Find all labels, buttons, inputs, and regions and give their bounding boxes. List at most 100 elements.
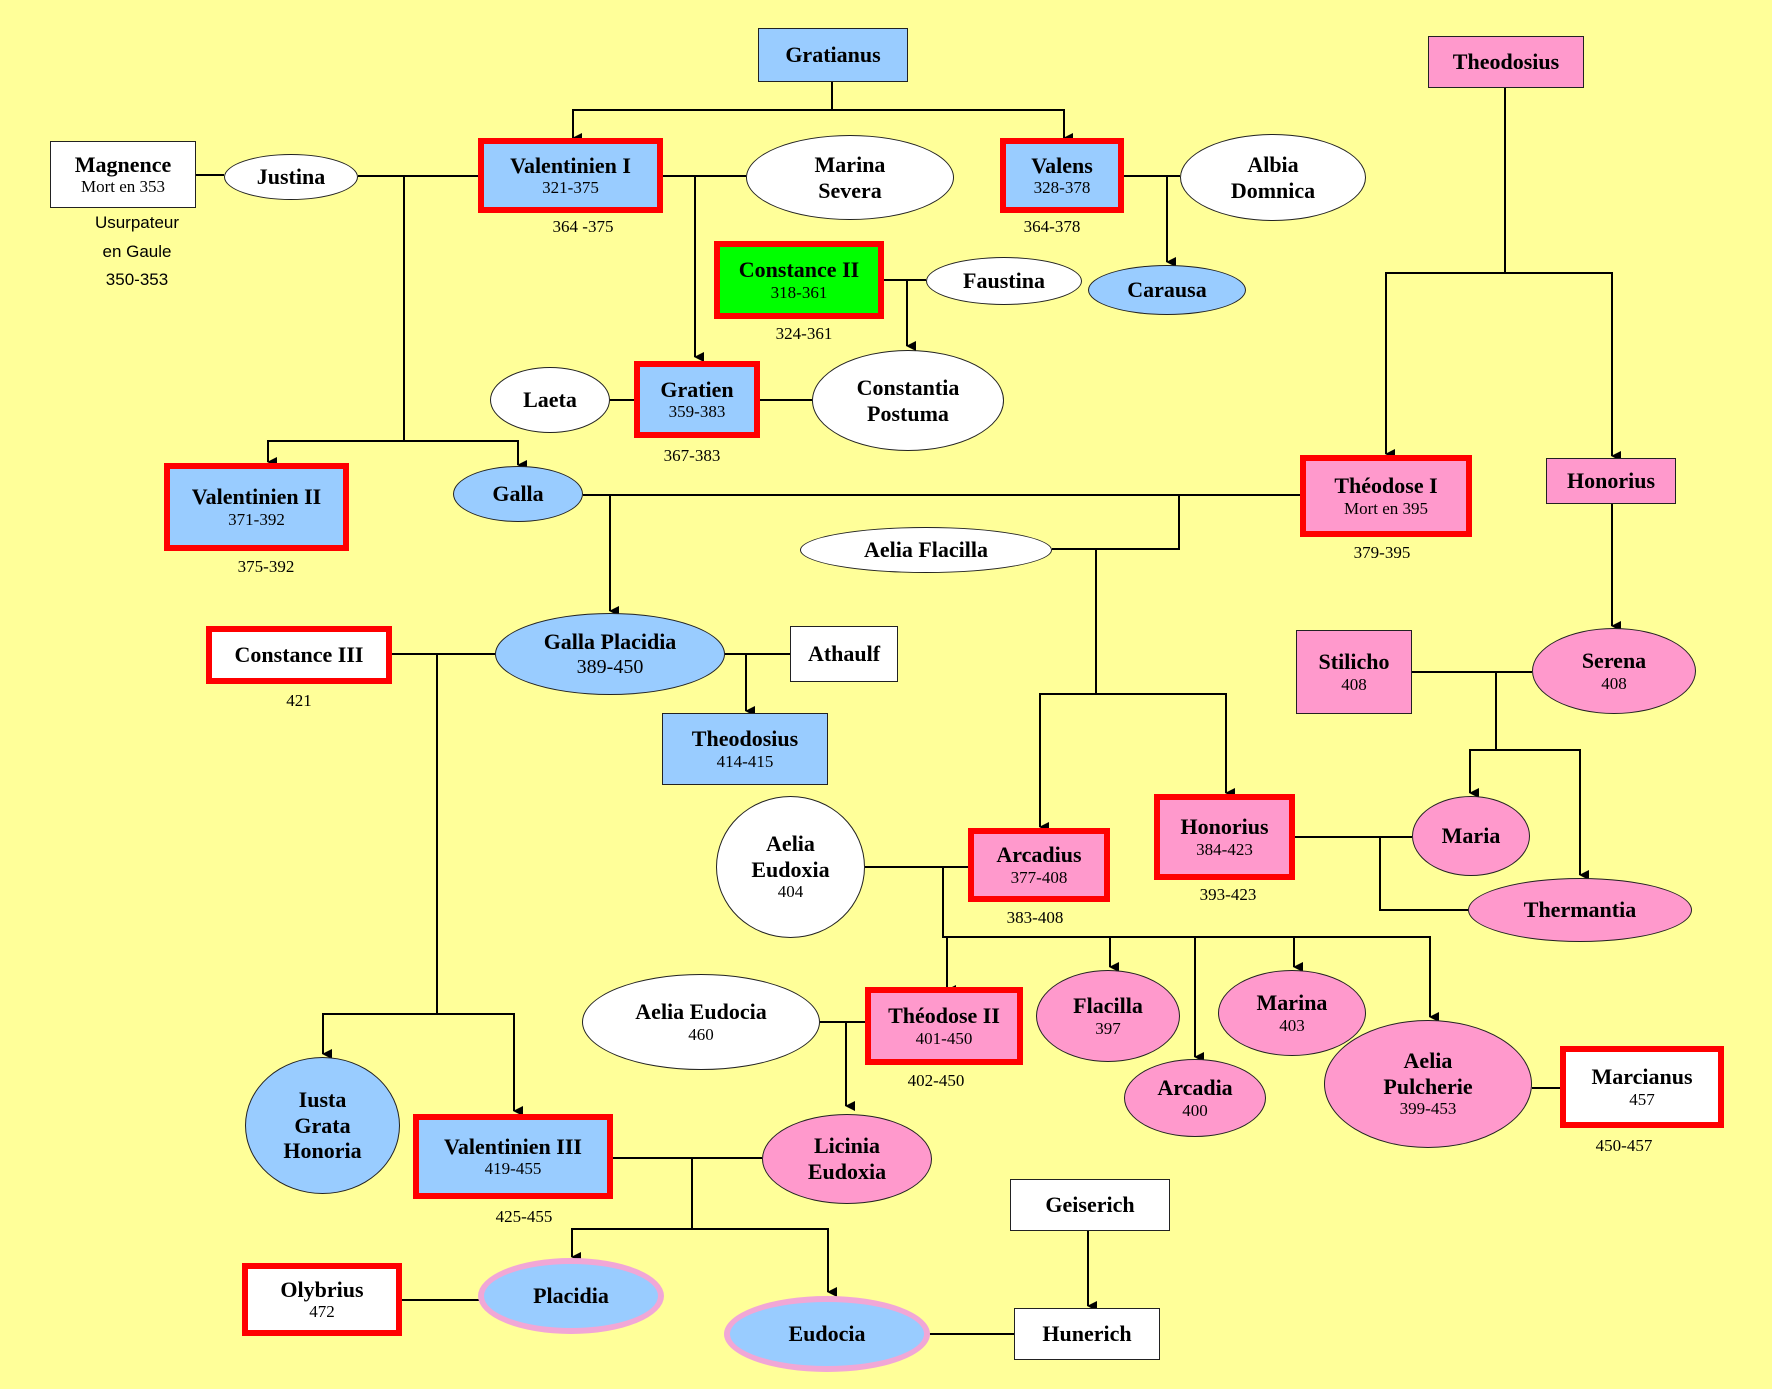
person-thermantia[interactable]: Thermantia <box>1468 878 1692 942</box>
person-gratien[interactable]: Gratien 359-383 <box>634 361 760 438</box>
marcianus-reign: 450-457 <box>1595 1136 1653 1155</box>
person-iusta-grata-honoria[interactable]: Iusta Grata Honoria <box>245 1057 400 1194</box>
person-name: Arcadia <box>1157 1075 1233 1101</box>
person-name: Galla Placidia <box>543 629 677 655</box>
person-name: Flacilla <box>1073 993 1143 1019</box>
person-dates: 403 <box>1279 1015 1305 1035</box>
valens-reign: 364-378 <box>1023 217 1081 236</box>
magnence-note-line2: en Gaule <box>102 242 172 261</box>
person-dates: 397 <box>1095 1018 1121 1038</box>
person-constantia-postuma[interactable]: Constantia Postuma <box>812 350 1004 451</box>
person-valentinien-i[interactable]: Valentinien I 321-375 <box>478 138 663 213</box>
person-hunerich[interactable]: Hunerich <box>1014 1308 1160 1360</box>
person-dates: Mort en 353 <box>80 177 166 197</box>
person-name: Olybrius <box>280 1276 364 1302</box>
person-valens[interactable]: Valens 328-378 <box>1000 138 1124 213</box>
arcadius-reign: 383-408 <box>1006 908 1064 927</box>
person-dates: 419-455 <box>484 1159 542 1179</box>
valentinien-i-reign: 364 -375 <box>552 217 614 236</box>
person-carausa[interactable]: Carausa <box>1088 265 1246 315</box>
person-stilicho[interactable]: Stilicho 408 <box>1296 630 1412 714</box>
person-galla[interactable]: Galla <box>453 466 583 522</box>
person-name: Placidia <box>533 1283 609 1309</box>
person-dates: 457 <box>1629 1089 1655 1109</box>
person-name: Athaulf <box>807 641 881 667</box>
valentinien-iii-reign: 425-455 <box>495 1207 553 1226</box>
person-athaulf[interactable]: Athaulf <box>790 626 898 682</box>
person-gratianus[interactable]: Gratianus <box>758 28 908 82</box>
person-constance-iii[interactable]: Constance III <box>206 626 392 684</box>
person-dates: 321-375 <box>542 178 599 198</box>
person-justina[interactable]: Justina <box>224 154 358 200</box>
person-arcadius[interactable]: Arcadius 377-408 <box>968 828 1110 902</box>
person-name: Theodosius <box>1452 49 1560 75</box>
person-arcadia[interactable]: Arcadia 400 <box>1124 1059 1266 1137</box>
person-olybrius[interactable]: Olybrius 472 <box>242 1263 402 1336</box>
person-name: Valentinien I <box>510 152 631 178</box>
person-theodosius-son[interactable]: Theodosius 414-415 <box>662 713 828 785</box>
person-name: Galla <box>492 481 544 507</box>
person-dates: 399-453 <box>1399 1099 1457 1119</box>
person-name: Albia Domnica <box>1230 151 1316 203</box>
person-name: Honorius <box>1566 468 1656 494</box>
person-dates: 377-408 <box>1010 867 1068 887</box>
person-name: Iusta Grata Honoria <box>283 1087 362 1164</box>
magnence-note-years: 350-353 <box>105 270 169 289</box>
person-dates: 401-450 <box>915 1028 973 1048</box>
person-name: Theodosius <box>691 726 799 752</box>
person-aelia-pulcherie[interactable]: Aelia Pulcherie 399-453 <box>1324 1020 1532 1148</box>
person-valentinien-iii[interactable]: Valentinien III 419-455 <box>413 1114 613 1199</box>
gratien-reign: 367-383 <box>663 446 721 465</box>
constance-ii-reign: 324-361 <box>775 324 833 343</box>
person-name: Marcianus <box>1591 1064 1693 1090</box>
person-marina-severa[interactable]: Marina Severa <box>746 135 954 220</box>
person-constance-ii[interactable]: Constance II 318-361 <box>714 241 884 319</box>
person-name: Gratianus <box>785 42 881 68</box>
person-name: Constance III <box>234 642 364 668</box>
person-aelia-eudoxia[interactable]: Aelia Eudoxia 404 <box>716 796 865 938</box>
person-name: Théodose II <box>888 1003 1000 1029</box>
person-dates: 359-383 <box>668 402 726 422</box>
person-dates: 371-392 <box>228 509 285 529</box>
person-marcianus[interactable]: Marcianus 457 <box>1560 1046 1724 1128</box>
person-name: Thermantia <box>1523 897 1637 923</box>
person-theodose-ii[interactable]: Théodose II 401-450 <box>865 987 1023 1065</box>
person-honorius[interactable]: Honorius 384-423 <box>1154 794 1295 880</box>
person-name: Geiserich <box>1045 1192 1135 1218</box>
person-name: Valentinien II <box>191 484 322 510</box>
person-licinia-eudoxia[interactable]: Licinia Eudoxia <box>762 1114 932 1204</box>
person-dates: 400 <box>1182 1100 1208 1120</box>
person-serena[interactable]: Serena 408 <box>1532 628 1696 714</box>
person-valentinien-ii[interactable]: Valentinien II 371-392 <box>164 463 349 551</box>
person-honorius-elder[interactable]: Honorius <box>1546 458 1676 504</box>
person-marina[interactable]: Marina 403 <box>1218 970 1366 1056</box>
person-dates: 389-450 <box>576 655 644 678</box>
person-name: Constance II <box>738 257 860 283</box>
person-magnence[interactable]: Magnence Mort en 353 <box>50 141 196 208</box>
person-theodosius-elder[interactable]: Theodosius <box>1428 36 1584 88</box>
person-geiserich[interactable]: Geiserich <box>1010 1179 1170 1231</box>
magnence-note-line1: Usurpateur <box>94 213 180 232</box>
person-name: Aelia Pulcherie <box>1383 1048 1473 1099</box>
person-flacilla[interactable]: Flacilla 397 <box>1036 970 1180 1062</box>
person-dates: 460 <box>688 1024 714 1044</box>
person-galla-placidia[interactable]: Galla Placidia 389-450 <box>495 613 725 695</box>
person-name: Laeta <box>523 387 577 413</box>
person-faustina[interactable]: Faustina <box>926 257 1082 305</box>
honorius-reign: 393-423 <box>1199 885 1257 904</box>
person-aelia-eudocia[interactable]: Aelia Eudocia 460 <box>582 974 820 1070</box>
person-name: Serena <box>1581 648 1647 674</box>
person-name: Carausa <box>1127 277 1207 303</box>
person-name: Marina <box>1256 990 1328 1016</box>
person-laeta[interactable]: Laeta <box>490 367 610 433</box>
person-albia-domnica[interactable]: Albia Domnica <box>1180 134 1366 221</box>
person-eudocia[interactable]: Eudocia <box>724 1296 930 1372</box>
person-maria[interactable]: Maria <box>1412 796 1530 876</box>
valentinien-ii-reign: 375-392 <box>237 557 295 576</box>
theodose-ii-reign: 402-450 <box>907 1071 965 1090</box>
person-placidia[interactable]: Placidia <box>478 1258 664 1334</box>
person-aelia-flacilla[interactable]: Aelia Flacilla <box>800 527 1052 573</box>
person-name: Licinia Eudoxia <box>807 1133 887 1184</box>
person-theodose-i[interactable]: Théodose I Mort en 395 <box>1300 455 1472 537</box>
